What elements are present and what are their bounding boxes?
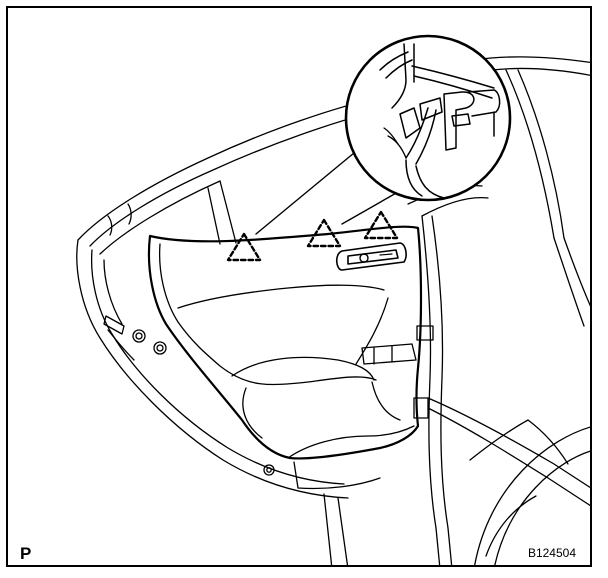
clip-marker-2 [306,218,342,248]
view-code-label: P [20,544,32,563]
body-holes [103,315,275,476]
clip-location-markers [226,210,399,262]
figure-id-label: B124504 [527,546,576,560]
clip-marker-1 [226,232,262,262]
figure-frame: P B124504 [6,6,592,567]
door-trim-panel [147,225,423,490]
inside-handle [335,242,407,271]
door-trim-illustration [76,34,590,565]
vehicle-body-outline [76,56,590,565]
callout-leader [255,147,399,235]
clip-detail-callout [344,34,512,202]
rear-wheel [469,419,590,565]
clip-marker-3 [363,210,399,240]
